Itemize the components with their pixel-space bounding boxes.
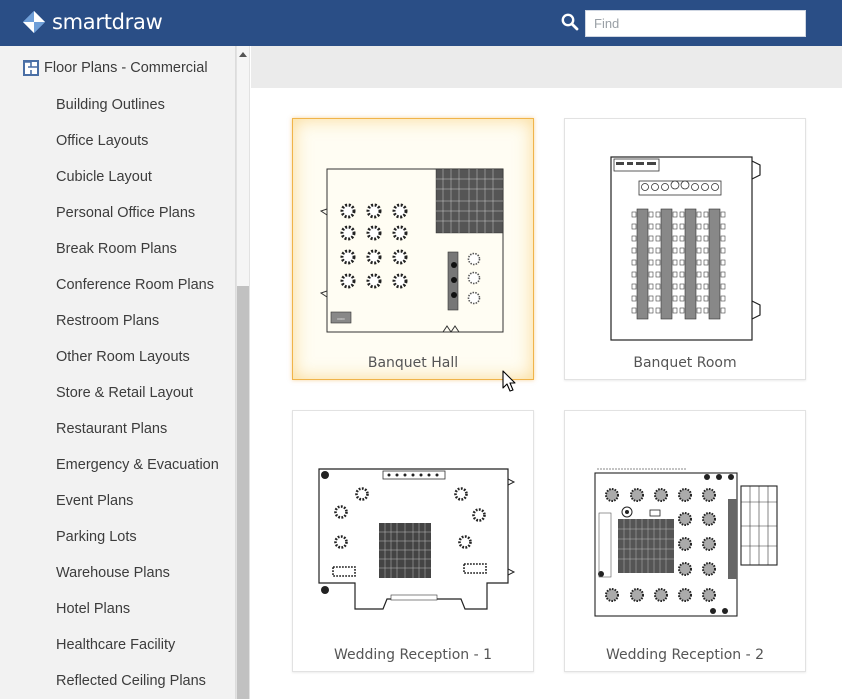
sidebar-item-break-room-plans[interactable]: Break Room Plans <box>56 241 177 257</box>
sidebar-item-office-layouts[interactable]: Office Layouts <box>56 133 149 149</box>
template-card-label: Banquet Hall <box>367 355 459 371</box>
sidebar-item-building-outlines[interactable]: Building Outlines <box>56 97 165 113</box>
category-title: Floor Plans - Commercial <box>44 60 208 76</box>
sidebar-scrollbar[interactable] <box>236 46 250 699</box>
brand-name: smartdraw <box>52 10 163 34</box>
template-card-wedding-reception-2[interactable]: Wedding Reception - 2 <box>564 410 806 672</box>
template-card-label: Wedding Reception - 2 <box>605 647 765 663</box>
sidebar-item-conference-room-plans[interactable]: Conference Room Plans <box>56 277 214 293</box>
sidebar-item-warehouse-plans[interactable]: Warehouse Plans <box>56 565 170 581</box>
sidebar-item-event-plans[interactable]: Event Plans <box>56 493 134 509</box>
search-input[interactable] <box>585 10 806 37</box>
mouse-pointer-icon <box>502 370 516 392</box>
template-sidebar: Floor Plans - Commercial Building Outlin… <box>0 46 236 699</box>
sidebar-item-parking-lots[interactable]: Parking Lots <box>56 529 137 545</box>
sidebar-item-emergency-evacuation[interactable]: Emergency & Evacuation <box>56 457 219 473</box>
template-card-banquet-hall[interactable]: ▭▭ Banquet Hall <box>292 118 534 380</box>
app-header: smartdraw <box>0 0 842 46</box>
wedding-reception-2-thumbnail <box>594 468 778 617</box>
sidebar-item-cubicle-layout[interactable]: Cubicle Layout <box>56 169 152 185</box>
sidebar-item-healthcare-facility[interactable]: Healthcare Facility <box>56 637 176 653</box>
template-card-banquet-room[interactable]: Banquet Room <box>564 118 806 380</box>
logo-diamond-icon <box>23 11 45 33</box>
scroll-thumb[interactable] <box>237 286 249 699</box>
wedding-reception-1-thumbnail <box>318 468 516 610</box>
sidebar-item-restaurant-plans[interactable]: Restaurant Plans <box>56 421 168 437</box>
floor-plan-category-icon <box>23 60 39 76</box>
category-header[interactable]: Floor Plans - Commercial <box>22 59 208 77</box>
sidebar-item-restroom-plans[interactable]: Restroom Plans <box>56 313 160 329</box>
sidebar-item-personal-office-plans[interactable]: Personal Office Plans <box>56 205 196 221</box>
search-icon[interactable] <box>561 13 579 31</box>
template-card-label: Wedding Reception - 1 <box>333 647 493 663</box>
sidebar-item-other-room-layouts[interactable]: Other Room Layouts <box>56 349 190 365</box>
banquet-hall-thumbnail: ▭▭ <box>319 168 504 333</box>
sidebar-item-reflected-ceiling-plans[interactable]: Reflected Ceiling Plans <box>56 673 206 689</box>
template-card-label: Banquet Room <box>633 355 737 371</box>
banquet-room-thumbnail <box>610 156 761 341</box>
sidebar-item-store-retail-layout[interactable]: Store & Retail Layout <box>56 385 194 401</box>
smartdraw-logo[interactable]: smartdraw <box>22 10 163 34</box>
svg-text:▭▭: ▭▭ <box>337 316 345 321</box>
scroll-up-arrow-icon[interactable] <box>239 52 247 57</box>
sidebar-item-hotel-plans[interactable]: Hotel Plans <box>56 601 131 617</box>
template-gallery: ▭▭ Banquet Hall <box>251 88 842 699</box>
content-toolbar <box>251 46 842 88</box>
template-card-wedding-reception-1[interactable]: Wedding Reception - 1 <box>292 410 534 672</box>
